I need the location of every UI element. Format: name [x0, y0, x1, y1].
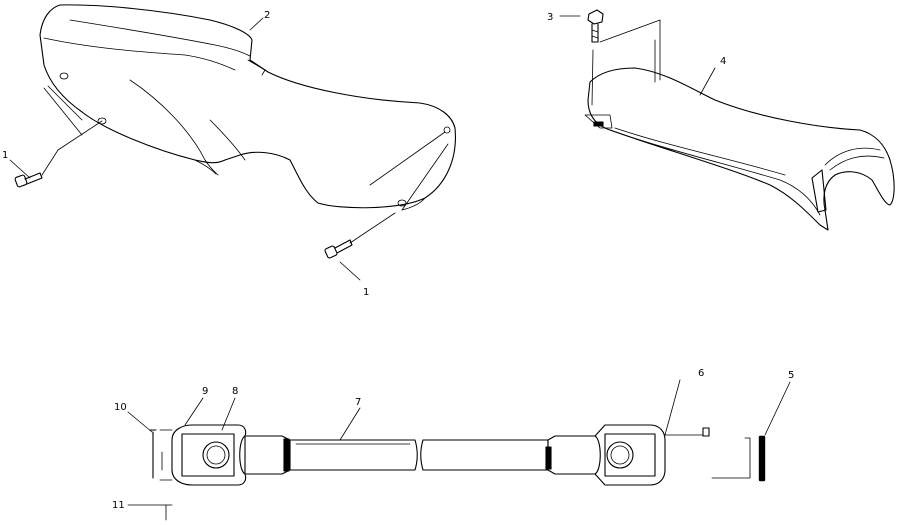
callout-4: 4	[720, 56, 726, 67]
callout-6: 6	[698, 368, 704, 379]
bolt-left-part	[14, 149, 59, 188]
callout-5: 5	[788, 370, 794, 381]
callout-2: 2	[264, 10, 270, 21]
bolt-bottom-part	[324, 239, 353, 259]
callout-labels: 1 1 2 3 4 5 6 7 8 9 10 11	[2, 10, 794, 511]
shield-cover-part	[39, 4, 456, 244]
bolt-seat-part	[587, 9, 604, 43]
callout-11: 11	[112, 500, 125, 511]
callout-8: 8	[232, 386, 238, 397]
callout-1-bottom: 1	[363, 287, 369, 298]
callout-7: 7	[355, 397, 361, 408]
callout-3: 3	[547, 12, 553, 23]
drive-shaft-assembly	[149, 424, 766, 521]
callout-1-left: 1	[2, 150, 8, 161]
callout-9: 9	[202, 386, 208, 397]
leader-lines	[9, 15, 791, 506]
callout-10: 10	[114, 402, 127, 413]
seat-part	[584, 19, 895, 231]
